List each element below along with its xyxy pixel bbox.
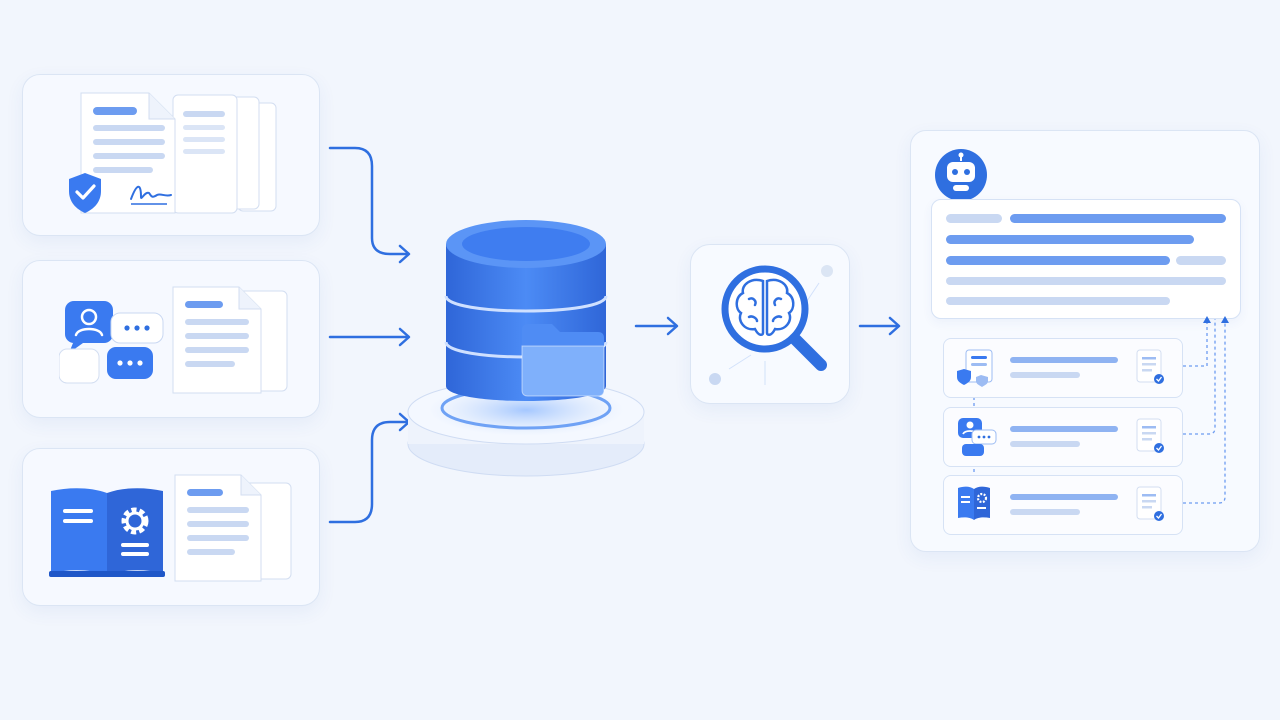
chat-bubble-icon [107, 312, 164, 379]
source-card-contracts [22, 74, 320, 236]
answer-bubble [931, 199, 1241, 319]
shield-document-icon [957, 349, 1164, 387]
robot-icon [935, 149, 987, 201]
document-stack-icon [172, 286, 288, 394]
source-card-manuals [22, 448, 320, 606]
chat-user-icon [59, 301, 113, 384]
brain-search-icon [709, 265, 833, 385]
answer-panel [910, 130, 1260, 552]
document-stack-icon [174, 474, 292, 582]
arrow-source-3-to-db [328, 420, 410, 524]
chat-user-icon [958, 418, 1164, 456]
answer-text-lines [946, 214, 1226, 305]
citation-card-2[interactable] [943, 407, 1183, 467]
open-book-gear-icon [49, 488, 165, 577]
book-gear-icon [958, 486, 1164, 521]
citation-card-3[interactable] [943, 475, 1183, 535]
shield-check-icon [69, 173, 101, 213]
search-card [690, 244, 850, 404]
arrow-source-1-to-db [328, 146, 410, 256]
citation-card-1[interactable] [943, 338, 1183, 398]
document-stack-icon [80, 92, 277, 214]
folder-icon [521, 324, 605, 397]
signature-icon [130, 185, 172, 205]
source-card-conversations [22, 260, 320, 418]
